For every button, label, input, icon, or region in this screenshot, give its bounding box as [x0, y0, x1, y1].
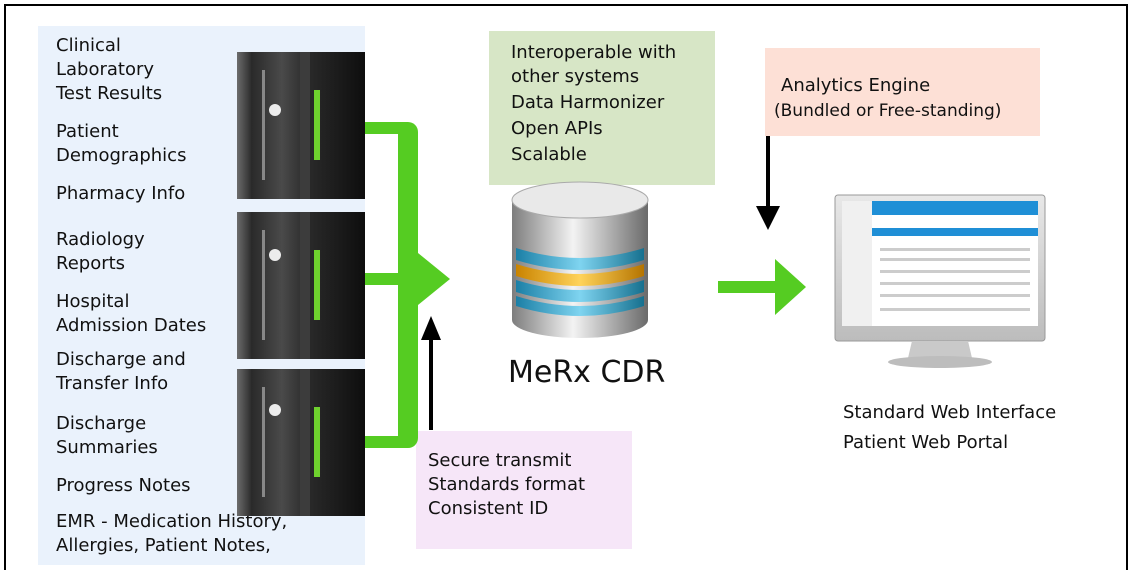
source-line: Reports — [56, 253, 126, 274]
source-discharge-transfer: Discharge and Transfer Info — [56, 348, 186, 396]
source-emr: EMR - Medication History, Allergies, Pat… — [56, 510, 287, 558]
secure-line: Secure transmit — [428, 450, 572, 471]
patient-portal-label: Patient Web Portal — [843, 432, 1009, 453]
secure-line: Consistent ID — [428, 498, 549, 519]
feature-line: Open APIs — [511, 118, 603, 139]
server-icon — [237, 212, 365, 359]
source-admission: Hospital Admission Dates — [56, 290, 206, 338]
feature-line: Scalable — [511, 144, 587, 165]
upload-arrow-icon — [421, 316, 441, 430]
secure-transmit-box: Secure transmit Standards format Consist… — [416, 431, 632, 549]
monitor-icon — [834, 194, 1046, 368]
analytics-engine-box: Analytics Engine (Bundled or Free-standi… — [765, 48, 1040, 136]
source-line: EMR - Medication History, — [56, 511, 288, 532]
source-lab-results: Clinical Laboratory Test Results — [56, 34, 162, 106]
source-line: Discharge and — [56, 349, 186, 370]
source-line: Summaries — [56, 437, 158, 458]
source-progress-notes: Progress Notes — [56, 474, 191, 498]
source-line: Test Results — [56, 83, 163, 104]
source-line: Progress Notes — [56, 475, 191, 496]
database-icon — [511, 181, 649, 338]
analytics-title: Analytics Engine — [781, 75, 931, 96]
source-line: Transfer Info — [56, 373, 169, 394]
source-demographics: Patient Demographics — [56, 120, 186, 168]
source-line: Discharge — [56, 413, 147, 434]
source-radiology: Radiology Reports — [56, 228, 145, 276]
source-pharmacy: Pharmacy Info — [56, 182, 185, 206]
source-line: Radiology — [56, 229, 145, 250]
analytics-subtitle: (Bundled or Free-standing) — [774, 101, 1002, 121]
source-line: Pharmacy Info — [56, 183, 186, 204]
secure-line: Standards format — [428, 474, 586, 495]
source-line: Admission Dates — [56, 315, 207, 336]
source-line: Laboratory — [56, 59, 155, 80]
source-line: Patient — [56, 121, 119, 142]
feature-line: other systems — [511, 66, 640, 87]
diagram-frame — [4, 4, 1128, 570]
output-arrow-icon — [718, 259, 806, 315]
source-line: Demographics — [56, 145, 187, 166]
server-icon — [237, 369, 365, 516]
source-line: Clinical — [56, 35, 121, 56]
source-line: Hospital — [56, 291, 130, 312]
source-discharge-summaries: Discharge Summaries — [56, 412, 158, 460]
feature-line: Interoperable with — [511, 42, 677, 63]
analytics-arrow-icon — [756, 136, 780, 230]
green-connector — [365, 122, 450, 448]
cdr-label: MeRx CDR — [508, 355, 666, 390]
source-line: Allergies, Patient Notes, — [56, 535, 271, 556]
features-box: Interoperable with other systems Data Ha… — [489, 31, 715, 185]
feature-line: Data Harmonizer — [511, 92, 665, 113]
server-icon — [237, 52, 365, 199]
web-interface-label: Standard Web Interface — [843, 402, 1057, 423]
